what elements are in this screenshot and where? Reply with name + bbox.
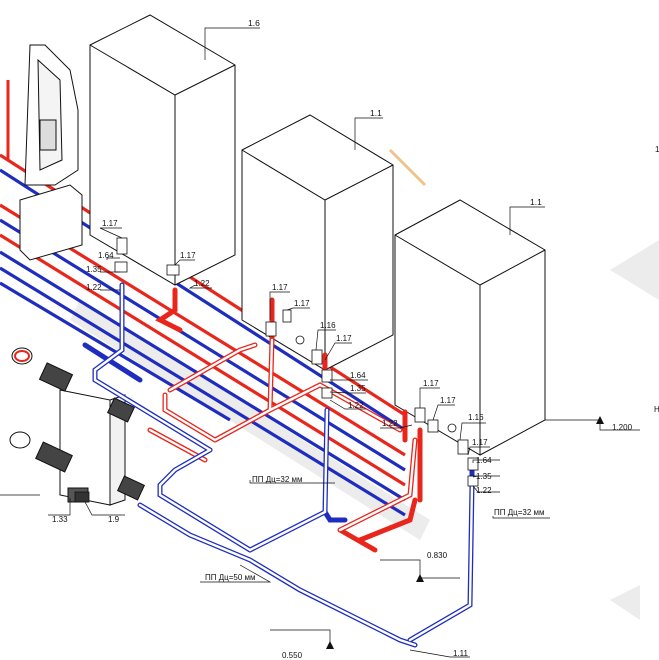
label-pipe-50: ПП Дц=50 мм: [205, 573, 256, 582]
label-pipe-32b: ПП Дц=32 мм: [494, 508, 545, 517]
label-fitting: 1.17: [336, 334, 352, 343]
label-fitting: 1.17: [423, 379, 439, 388]
label-fitting: 1.17: [472, 438, 488, 447]
label-edge-h: Н: [654, 405, 659, 414]
label-fitting: 1.17: [272, 283, 288, 292]
label-19: 1.9: [108, 515, 120, 524]
label-fitting: 1.22: [476, 486, 492, 495]
fittings: [74, 237, 479, 503]
boiler-2: [241, 114, 394, 371]
label-fitting: 1.17: [102, 219, 118, 228]
label-fitting: 1.22: [86, 283, 102, 292]
label-fitting: 1.16: [468, 413, 484, 422]
label-fitting: 1.35: [476, 472, 492, 481]
label-boiler-3: 1.1: [530, 197, 542, 207]
label-fitting: 1.64: [350, 371, 366, 380]
label-boiler-1: 1.6: [248, 18, 260, 28]
boiler-1: [89, 14, 236, 286]
labels: 1.6 1.1 1.1 1.17 1.64 1.35 1.22 1.17 1.2…: [52, 18, 659, 660]
elevation-markers: [326, 416, 604, 649]
left-device: [6, 44, 83, 261]
label-fitting: 1.17: [440, 396, 456, 405]
label-elev-550: 0.550: [282, 651, 303, 660]
hot-pipe-outline: [148, 338, 417, 532]
label-boiler-2: 1.1: [370, 108, 382, 118]
label-fitting: 1.22: [382, 419, 398, 428]
label-fitting: 1.17: [294, 299, 310, 308]
label-elev-830: 0.830: [427, 551, 448, 560]
label-fitting: 1.16: [320, 321, 336, 330]
label-fitting: 1.35: [86, 265, 102, 274]
label-fitting: 1.64: [98, 251, 114, 260]
cold-pipe-outline: [93, 283, 474, 647]
faint-pipe: [388, 148, 427, 187]
label-133: 1.33: [52, 515, 68, 524]
label-111: 1.11: [453, 649, 469, 658]
label-fitting: 1.64: [476, 456, 492, 465]
label-fitting: 1.35: [350, 384, 366, 393]
label-fitting: 1.22: [348, 401, 364, 410]
label-pipe-32a: ПП Дц=32 мм: [252, 475, 303, 484]
leader-lines: [0, 27, 640, 658]
label-elev-1200: 1.200: [612, 423, 633, 432]
label-fitting: 1.17: [180, 251, 196, 260]
label-edge-1: 1: [655, 145, 659, 154]
label-fitting: 1.22: [194, 279, 210, 288]
